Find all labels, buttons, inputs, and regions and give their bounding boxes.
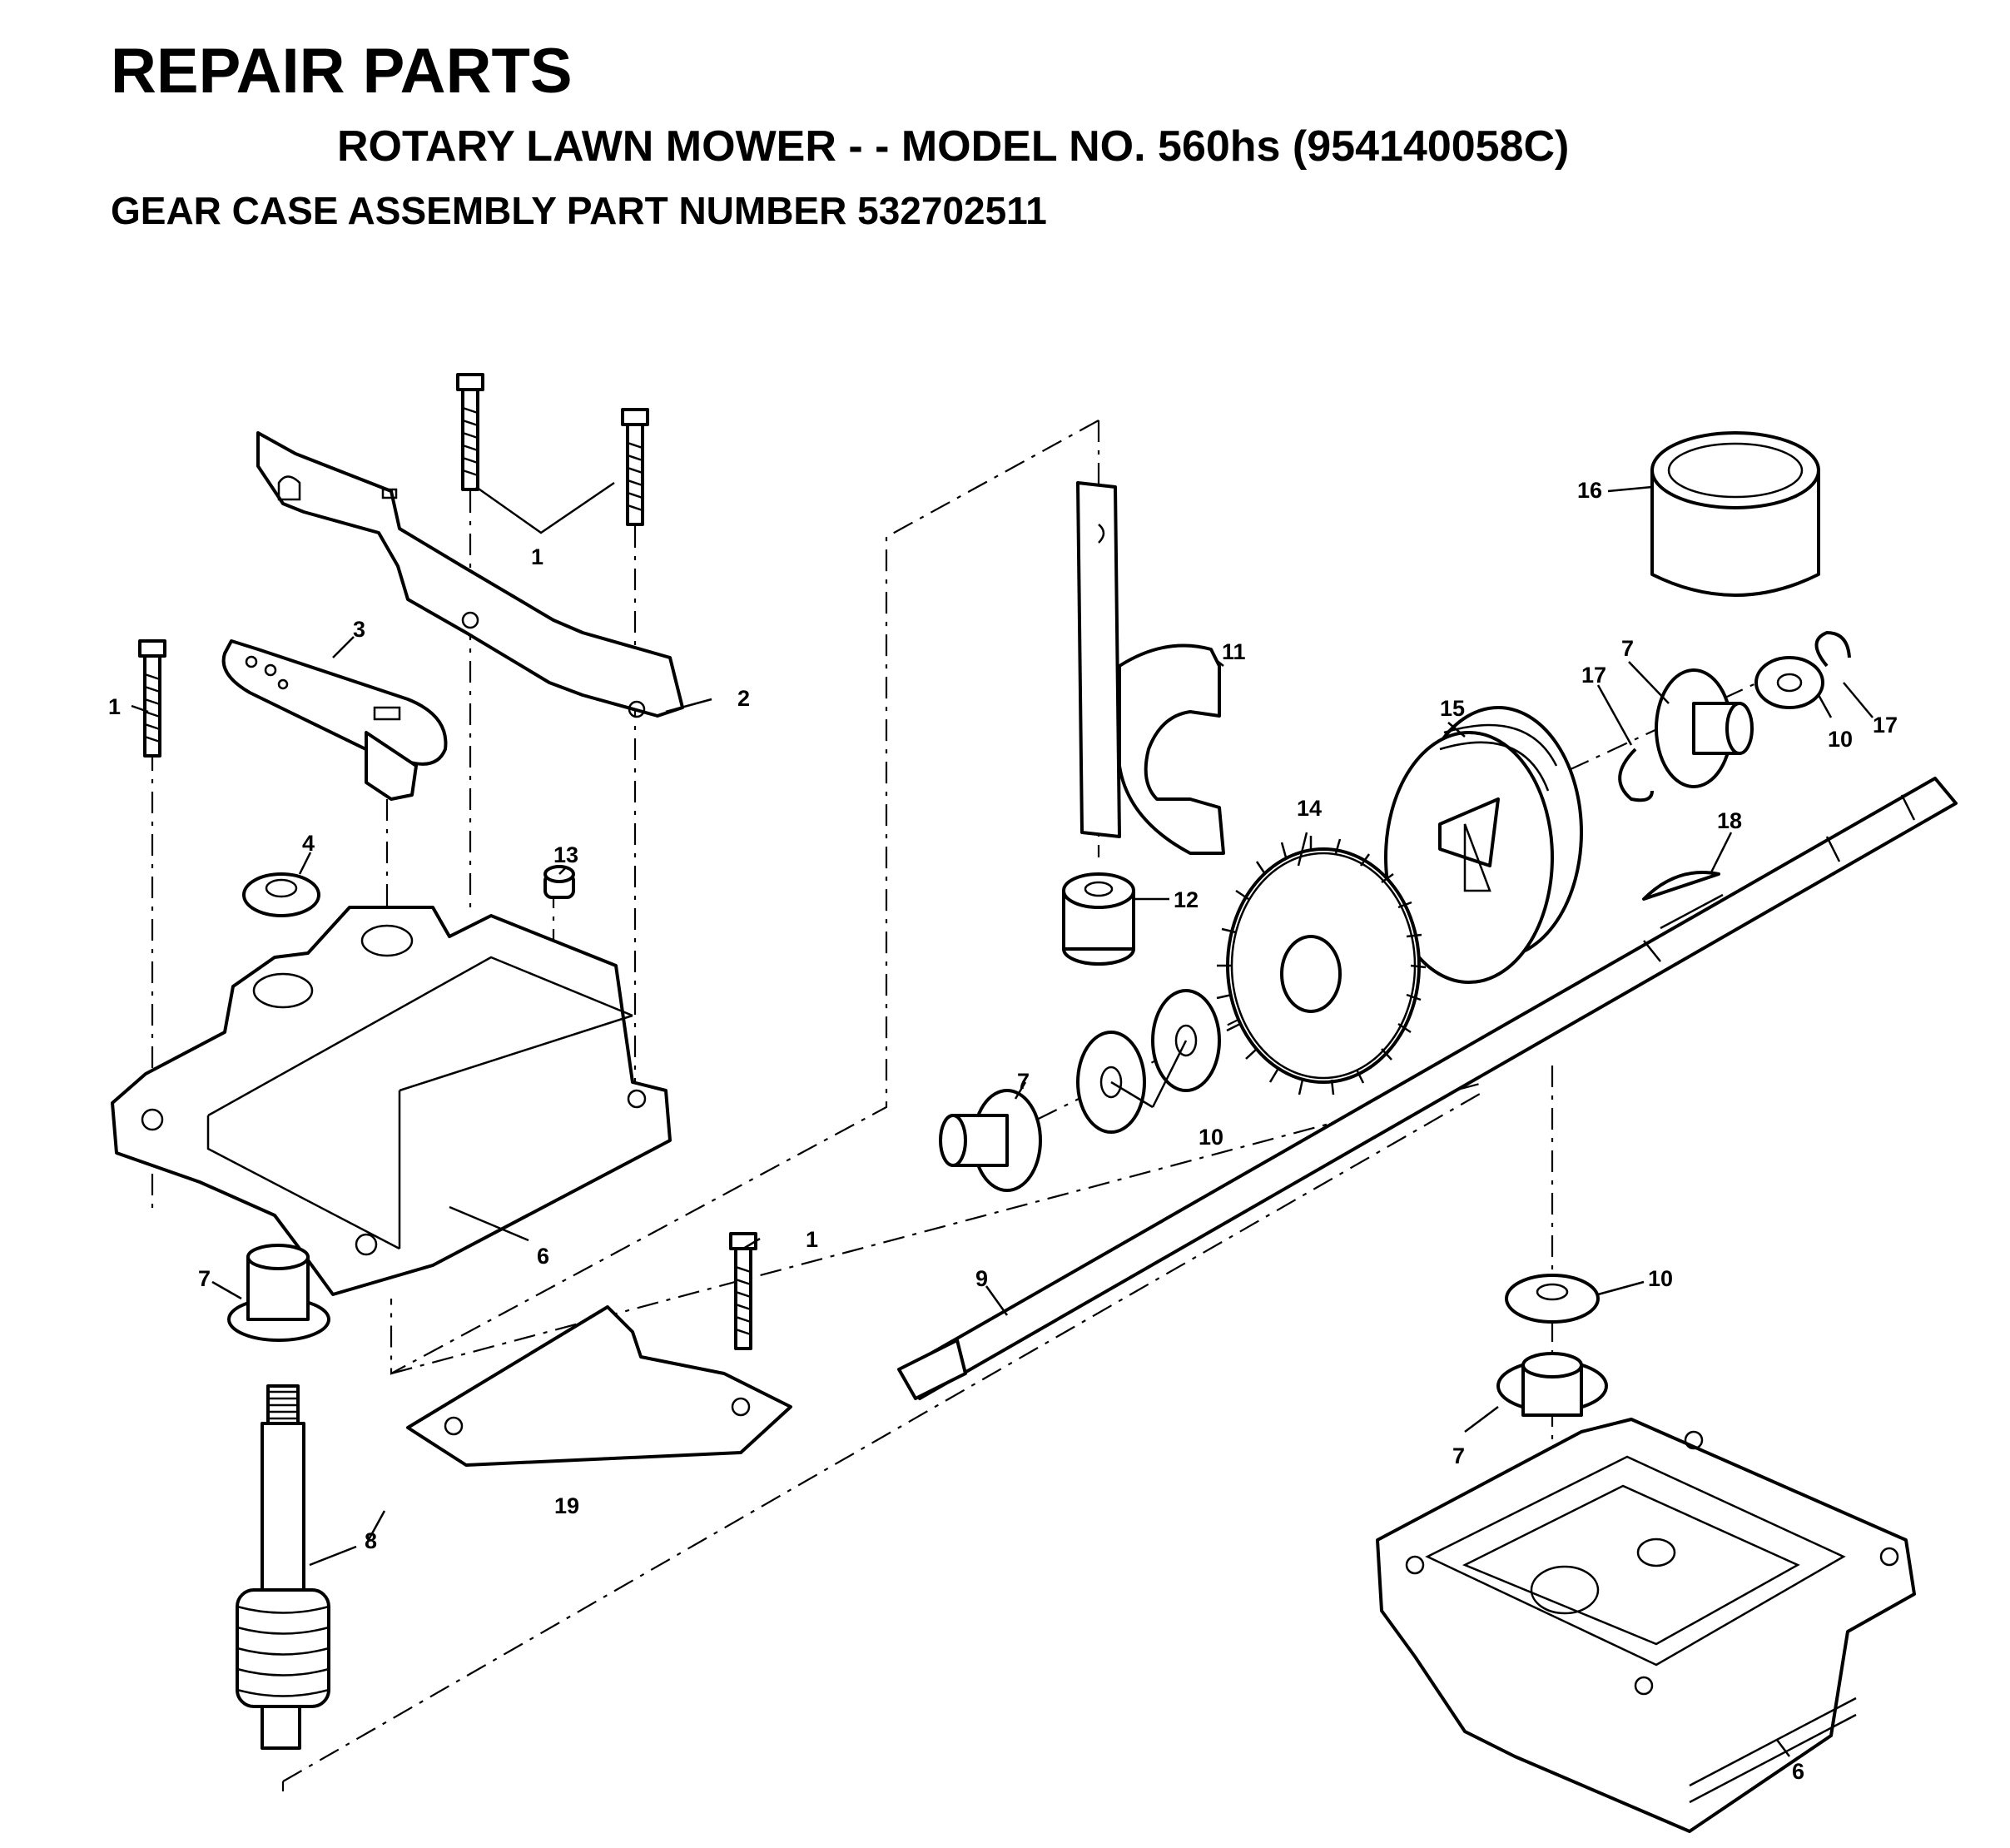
lever-part-3 [221, 639, 448, 801]
clip-part-17 [1618, 631, 1851, 802]
callout-1: 1 [531, 544, 543, 569]
bolt-part-1 [138, 373, 757, 1350]
callout-7: 7 [198, 1266, 211, 1291]
callout-2: 2 [737, 686, 750, 711]
callout-1: 1 [108, 694, 121, 719]
cap-part-16 [1650, 431, 1820, 597]
callout-1: 1 [806, 1227, 818, 1252]
plate-part-19 [406, 1305, 792, 1467]
page-title: REPAIR PARTS [111, 36, 573, 107]
bracket-part-2 [256, 431, 684, 718]
callout-17: 17 [1581, 663, 1606, 688]
gear-case-upper-part-6 [111, 906, 672, 1296]
callout-11: 11 [1222, 639, 1246, 664]
sleeve-part-12 [1062, 872, 1135, 966]
callout-15: 15 [1440, 696, 1465, 721]
callout-14: 14 [1297, 796, 1322, 821]
callout-6: 6 [537, 1244, 549, 1269]
callout-18: 18 [1717, 808, 1742, 833]
leader-lines [131, 481, 1874, 1757]
callout-10: 10 [1828, 727, 1853, 752]
callout-7: 7 [1017, 1069, 1030, 1094]
callout-8: 8 [365, 1528, 377, 1553]
callout-4: 4 [302, 831, 315, 856]
clutch-part-15 [1384, 706, 1583, 984]
callout-6: 6 [1792, 1759, 1804, 1784]
callout-10: 10 [1648, 1266, 1673, 1291]
plug-part-13 [543, 865, 575, 899]
callout-16: 16 [1577, 478, 1602, 503]
bushing-part-7-upper-right [1655, 668, 1754, 788]
callout-19: 19 [554, 1493, 579, 1518]
gear-case-lower-part-6 [1376, 1418, 1916, 1833]
callout-13: 13 [553, 842, 578, 867]
callout-12: 12 [1174, 887, 1199, 912]
callout-labels: 1 1 1 2 3 4 6 6 7 7 7 7 8 9 10 10 10 11 … [108, 478, 1898, 1784]
key-part-18 [1642, 871, 1720, 901]
bushing-part-7-left [227, 1244, 330, 1342]
callout-7: 7 [1621, 636, 1634, 661]
washer-part-10-middle [1076, 989, 1221, 1134]
washer-part-10-upper-right [1754, 656, 1824, 709]
worm-shaft-part-8 [236, 1384, 330, 1750]
assembly-part-number: GEAR CASE ASSEMBLY PART NUMBER 532702511 [111, 189, 1047, 232]
model-subtitle: ROTARY LAWN MOWER - - MODEL NO. 560hs (9… [337, 122, 1570, 171]
callout-10: 10 [1199, 1125, 1223, 1150]
washer-part-10-lower-right [1505, 1274, 1600, 1324]
shift-fork-part-11 [1076, 481, 1225, 855]
bushing-part-7-lower-right [1496, 1352, 1608, 1417]
callout-3: 3 [353, 617, 365, 642]
callout-17: 17 [1873, 713, 1898, 738]
shaft-part-9 [897, 777, 1958, 1400]
bushing-part-7-middle [939, 1089, 1042, 1192]
washer-part-4 [242, 872, 320, 917]
callout-7: 7 [1452, 1443, 1465, 1468]
gear-part-14 [1216, 836, 1427, 1095]
callout-9: 9 [975, 1266, 988, 1291]
